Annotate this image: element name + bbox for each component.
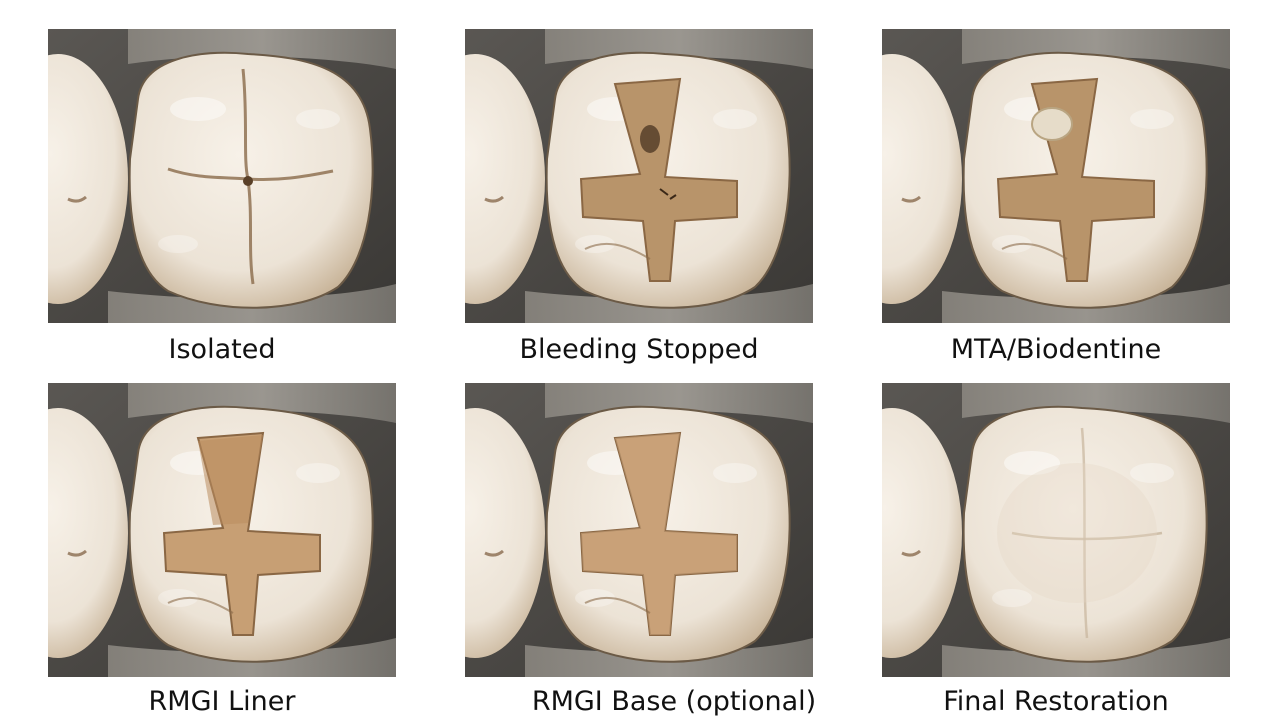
photo-mta-biodentine (882, 29, 1230, 323)
photo-rmgi-base (465, 383, 813, 677)
photo-rmgi-liner (48, 383, 396, 677)
photo-final-restoration (882, 383, 1230, 677)
photo-isolated (48, 29, 396, 323)
caption-rmgi-base: RMGI Base (optional) (531, 686, 817, 717)
caption-final-restoration: Final Restoration (943, 686, 1169, 717)
caption-rmgi-liner: RMGI Liner (148, 686, 296, 717)
caption-isolated: Isolated (168, 334, 276, 365)
caption-mta-biodentine: MTA/Biodentine (950, 334, 1162, 365)
caption-bleeding-stopped: Bleeding Stopped (519, 334, 759, 365)
photo-bleeding-stopped (465, 29, 813, 323)
